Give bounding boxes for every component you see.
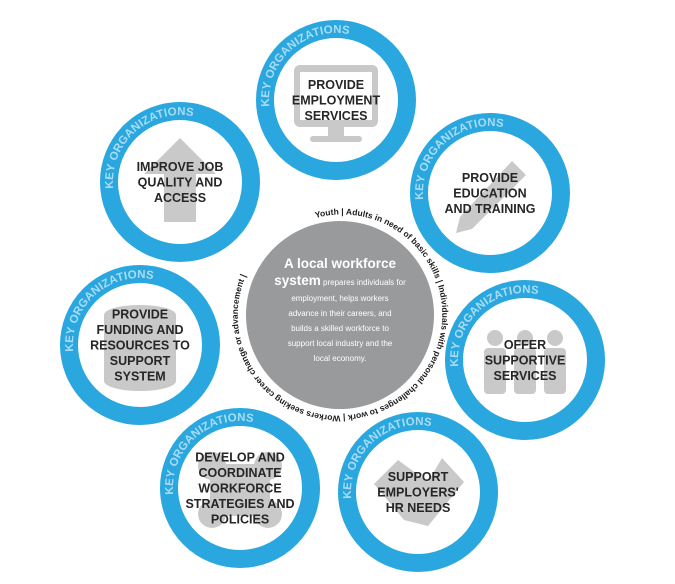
center-text-line: support local industry and the — [288, 339, 393, 348]
people-icon — [484, 330, 566, 394]
center-text-line: prepares individuals for — [323, 278, 406, 287]
circle-label-line: AND TRAINING — [445, 202, 536, 216]
ring-job-quality — [100, 102, 260, 262]
center-title-prefix: A — [284, 256, 297, 271]
center-hub: A local workforce system prepares indivi… — [274, 256, 406, 363]
circle-label-line: WORKFORCE — [198, 482, 281, 496]
center-text-line: employment, helps workers — [291, 294, 388, 303]
center-title-line1: A local workforce — [284, 256, 397, 271]
handshake-icon — [374, 458, 464, 526]
monitor-icon — [294, 65, 378, 142]
ring-funding — [60, 265, 220, 425]
center-text-line: advance in their careers, and — [288, 309, 391, 318]
circle-label-line: HR NEEDS — [386, 501, 451, 515]
circle-label-line: RESOURCES TO — [90, 339, 190, 353]
circle-label-line: EMPLOYERS' — [377, 486, 458, 500]
ring-education — [410, 113, 570, 273]
ring-employment — [256, 20, 416, 180]
circle-label-line: SUPPORTIVE — [485, 354, 566, 368]
gears-icon — [198, 452, 282, 528]
circle-label-line: QUALITY AND — [138, 176, 223, 190]
rings-layer — [60, 20, 605, 572]
circle-label-line: IMPROVE JOB — [137, 160, 224, 174]
circle-label-line: SYSTEM — [114, 370, 165, 384]
circle-label-line: PROVIDE — [462, 171, 518, 185]
circle-label-line: SUPPORT — [110, 354, 171, 368]
circle-label-line: FUNDING AND — [96, 323, 183, 337]
circle-label-line: DEVELOP AND — [195, 451, 285, 465]
center-text-line: builds a skilled workforce to — [291, 324, 389, 333]
circle-label-line: SERVICES — [494, 369, 557, 383]
ring-employers — [338, 412, 498, 572]
database-icon — [104, 305, 176, 391]
center-circle — [246, 221, 434, 409]
circle-label-line: ACCESS — [154, 191, 206, 205]
circle-label-line: EMPLOYMENT — [292, 94, 381, 108]
circle-label-line: COORDINATE — [198, 466, 281, 480]
pencil-icon — [456, 161, 526, 233]
circle-label-line: SERVICES — [305, 109, 368, 123]
icons-layer — [104, 65, 566, 528]
circle-label-line: EDUCATION — [453, 187, 526, 201]
up-arrow-icon — [144, 138, 216, 222]
ring-strategies — [160, 408, 320, 568]
text-layer: A local workforce system prepares indivi… — [64, 24, 565, 527]
ring-supportive — [445, 280, 605, 440]
circle-label-line: SUPPORT — [388, 470, 449, 484]
circle-label-line: OFFER — [504, 338, 546, 352]
circle-label-line: STRATEGIES AND — [185, 497, 294, 511]
center-title-bold: local workforce — [297, 256, 397, 271]
center-title-system: system — [274, 273, 321, 288]
center-text-line: local economy. — [314, 354, 367, 363]
circle-label-line: PROVIDE — [308, 78, 364, 92]
circle-label-line: PROVIDE — [112, 308, 168, 322]
circle-label-line: POLICIES — [211, 513, 269, 527]
center-title-line2: system prepares individuals for — [274, 273, 406, 288]
